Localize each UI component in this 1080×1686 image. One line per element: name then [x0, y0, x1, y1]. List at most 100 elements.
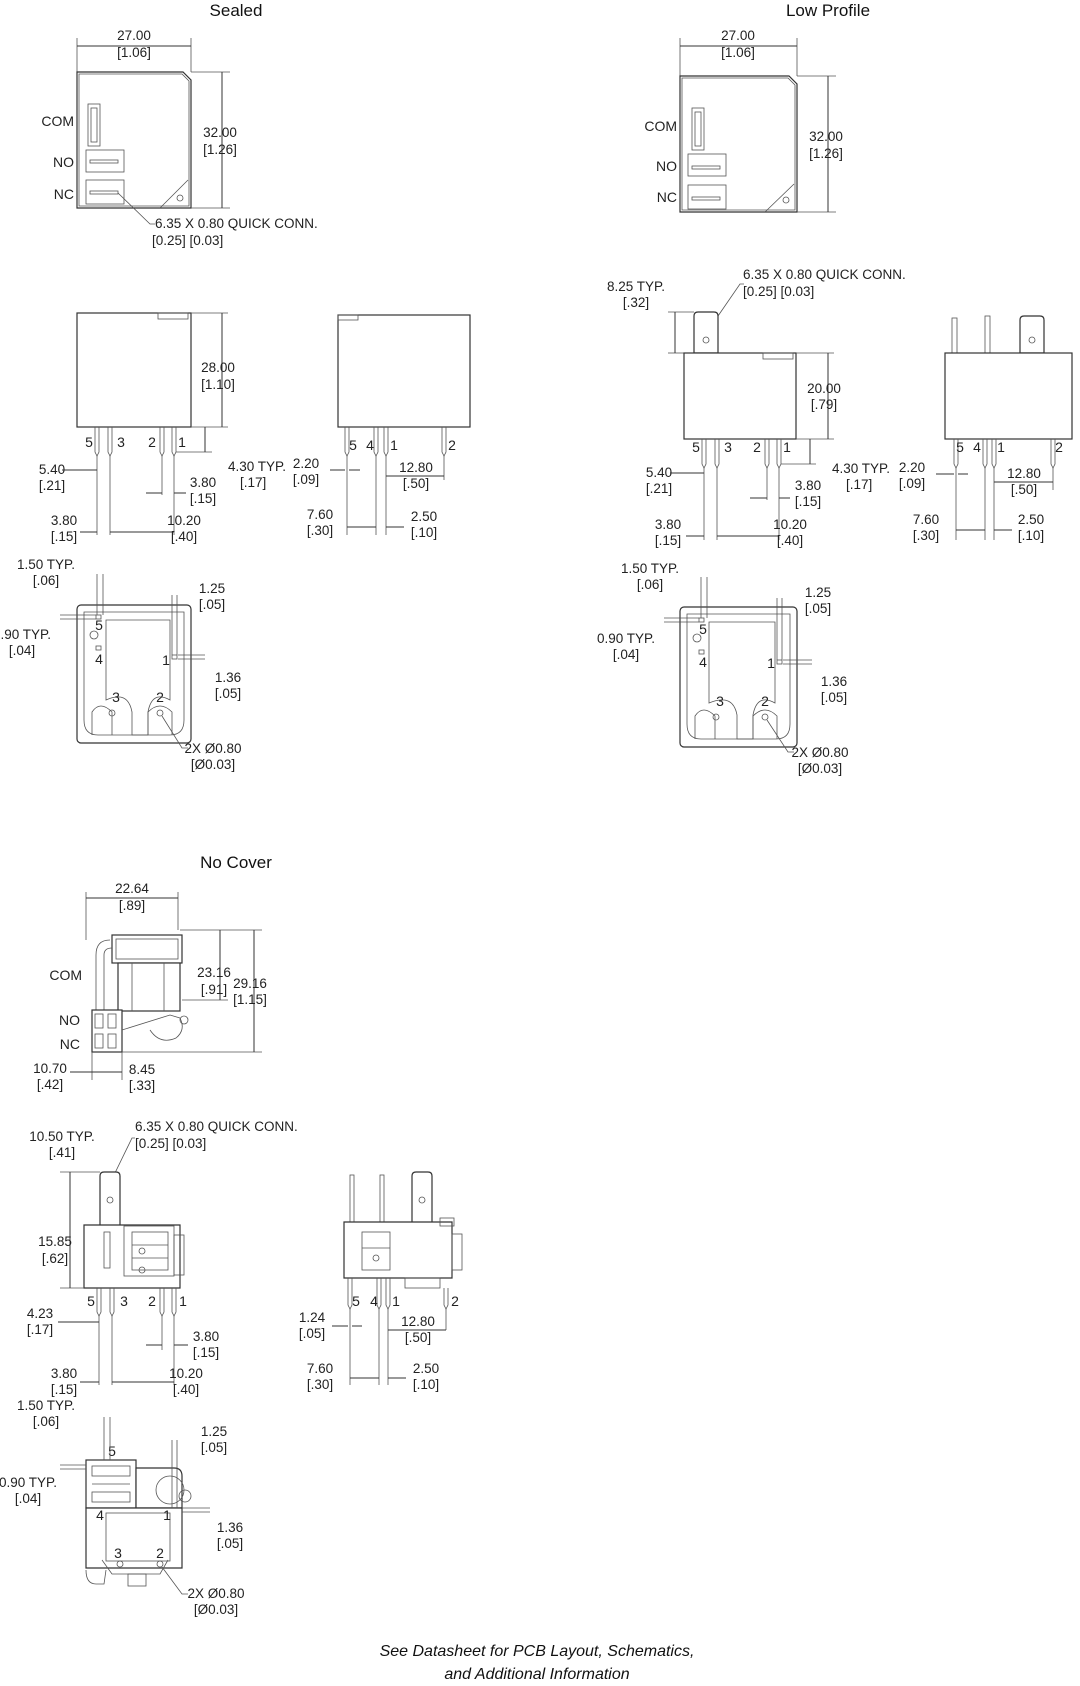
- dimension-label-p5: 5: [352, 1293, 360, 1309]
- dimension-label-d760: 7.60: [913, 512, 939, 527]
- dimension-label-p5: 5: [95, 617, 103, 633]
- no-cover-side-view: 6.35 X 0.80 QUICK CONN. [0.25] [0.03] 10…: [27, 1119, 298, 1397]
- dimension-label-d150i: [.06]: [637, 577, 663, 592]
- dimension-label-d760: 7.60: [307, 507, 333, 522]
- dimension-label-p2: 2: [1055, 439, 1063, 455]
- dimension-label-p4: 4: [973, 439, 981, 455]
- dimension-label-d380: 3.80: [51, 1366, 77, 1381]
- dimension-label-d1280i: [.50]: [403, 476, 429, 491]
- dimension-label-h32: 32.00: [809, 129, 843, 144]
- dimension-label-d124i: [.05]: [299, 1326, 325, 1341]
- dimension-label-d250i: [.10]: [411, 525, 437, 540]
- dimension-label-w2264i: [.89]: [119, 898, 145, 913]
- dimension-label-nc: NC: [657, 189, 677, 205]
- dimension-label-d760i: [.30]: [307, 1377, 333, 1392]
- dimension-label-d540: 5.40: [39, 462, 65, 477]
- dimension-label-d136i: [.05]: [821, 690, 847, 705]
- dimension-label-d090: 0.90 TYP.: [0, 1475, 57, 1490]
- dimension-label-d090i: [.04]: [15, 1491, 41, 1506]
- dimension-label-p5: 5: [87, 1293, 95, 1309]
- dimension-label-p2: 2: [148, 1293, 156, 1309]
- dimension-label-h2916: 29.16: [233, 976, 267, 991]
- sealed-side-view: 28.00 [1.10] 5 3 2 1 4.30 TYP. [.17] 5.4…: [39, 312, 286, 544]
- dimension-label-d380: 3.80: [51, 513, 77, 528]
- dimension-label-w27i: [1.06]: [721, 45, 755, 60]
- low-profile-bottom-view: 5 4 1 3 2 1.50 TYP. [.06] 1.25 [.05] 0.9…: [597, 561, 849, 776]
- dimension-label-p5: 5: [349, 437, 357, 453]
- dimension-label-p4: 4: [699, 654, 707, 670]
- dimension-label-p3: 3: [724, 439, 732, 455]
- dimension-label-d380: 3.80: [193, 1329, 219, 1344]
- dimension-label-p4: 4: [96, 1507, 104, 1523]
- dimension-label-d090: 0.90 TYP.: [0, 627, 51, 642]
- dimension-label-d380: 3.80: [190, 475, 216, 490]
- dimension-label-h32i: [1.26]: [809, 146, 843, 161]
- dimension-label-no: NO: [59, 1012, 80, 1028]
- dimension-label-d540i: [.21]: [646, 481, 672, 496]
- dimension-label-qc: 6.35 X 0.80 QUICK CONN.: [155, 216, 318, 231]
- dimension-label-d090i: [.04]: [9, 643, 35, 658]
- dimension-label-d1020: 10.20: [773, 517, 807, 532]
- dimension-label-p3: 3: [120, 1293, 128, 1309]
- dimension-label-p2: 2: [156, 1545, 164, 1561]
- footnote-line1: See Datasheet for PCB Layout, Schematics…: [380, 1643, 695, 1660]
- dimension-label-d1020i: [.40]: [777, 533, 803, 548]
- dimension-label-d380i: [.15]: [51, 529, 77, 544]
- dimension-label-d136: 1.36: [217, 1520, 243, 1535]
- dimension-label-w27i: [1.06]: [117, 45, 151, 60]
- dimension-label-nc: NC: [60, 1036, 80, 1052]
- footnote-line2: and Additional Information: [444, 1666, 629, 1683]
- no-cover-bottom-view: 5 4 1 3 2 1.50 TYP. [.06] 1.25 [.05] 0.9…: [0, 1398, 245, 1617]
- dimension-label-d423i: [.17]: [27, 1322, 53, 1337]
- dimension-label-d430: 4.30 TYP.: [832, 461, 890, 476]
- dimension-label-d150i: [.06]: [33, 573, 59, 588]
- dimension-label-w2264: 22.64: [115, 881, 149, 896]
- dimension-label-p1: 1: [997, 439, 1005, 455]
- low-profile-top-view: 27.00 [1.06] COM NO NC 32.00 [1.26]: [644, 28, 843, 213]
- dimension-label-d1020: 10.20: [167, 513, 201, 528]
- dimension-label-d125i: [.05]: [805, 601, 831, 616]
- dimension-label-d150: 1.50 TYP.: [17, 1398, 75, 1413]
- dimension-label-h2316i: [.91]: [201, 982, 227, 997]
- dimension-label-t1050: 10.50 TYP.: [29, 1129, 95, 1144]
- dimension-label-d220: 2.20: [899, 460, 925, 475]
- dimension-label-d1280: 12.80: [399, 460, 433, 475]
- dimension-label-w27: 27.00: [117, 28, 151, 43]
- dimension-label-d430: 4.30 TYP.: [228, 459, 286, 474]
- low-profile-end-view: 5 4 1 2 2.20 [.09] 12.80 [.50] 7.60 [.30…: [899, 315, 1073, 543]
- dimension-label-d124: 1.24: [299, 1310, 326, 1325]
- dimension-label-d220i: [.09]: [899, 476, 925, 491]
- dimension-label-d380i: [.15]: [795, 494, 821, 509]
- dimension-label-p1: 1: [392, 1293, 400, 1309]
- dimension-label-d090i: [.04]: [613, 647, 639, 662]
- title-no-cover: No Cover: [200, 853, 272, 872]
- dimension-label-d760i: [.30]: [913, 528, 939, 543]
- dimension-label-h2916i: [1.15]: [233, 992, 267, 1007]
- dimension-label-d845: 8.45: [129, 1062, 155, 1077]
- dimension-label-d430i: [.17]: [240, 475, 266, 490]
- dimension-label-d1020i: [.40]: [173, 1382, 199, 1397]
- dimension-label-p1: 1: [163, 1507, 171, 1523]
- dimension-label-holei: [Ø0.03]: [798, 761, 842, 776]
- dimension-label-p1: 1: [390, 437, 398, 453]
- no-cover-end-view: 5 4 1 2 1.24 [.05] 12.80 [.50] 7.60 [.30…: [299, 1171, 463, 1392]
- dimension-label-d540i: [.21]: [39, 478, 65, 493]
- title-low-profile: Low Profile: [786, 1, 870, 20]
- dimension-label-com: COM: [41, 113, 74, 129]
- dimension-label-h1585i: [.62]: [42, 1251, 68, 1266]
- dimension-label-p2: 2: [761, 693, 769, 709]
- dimension-label-p2: 2: [448, 437, 456, 453]
- dimension-label-h28i: [1.10]: [201, 377, 235, 392]
- dimension-label-d090: 0.90 TYP.: [597, 631, 655, 646]
- dimension-label-holei: [Ø0.03]: [191, 757, 235, 772]
- dimension-label-d250: 2.50: [411, 509, 437, 524]
- sealed-end-view: 5 4 1 2 2.20 [.09] 12.80 [.50] 7.60 [.30…: [293, 314, 471, 540]
- dimension-label-p1: 1: [783, 439, 791, 455]
- dimension-label-d380: 3.80: [655, 517, 681, 532]
- dimension-label-p1: 1: [178, 434, 186, 450]
- dimension-label-d760: 7.60: [307, 1361, 333, 1376]
- dimension-label-p5: 5: [692, 439, 700, 455]
- dimension-label-d1280: 12.80: [1007, 466, 1041, 481]
- dimension-label-d540: 5.40: [646, 465, 672, 480]
- dimension-label-com: COM: [644, 118, 677, 134]
